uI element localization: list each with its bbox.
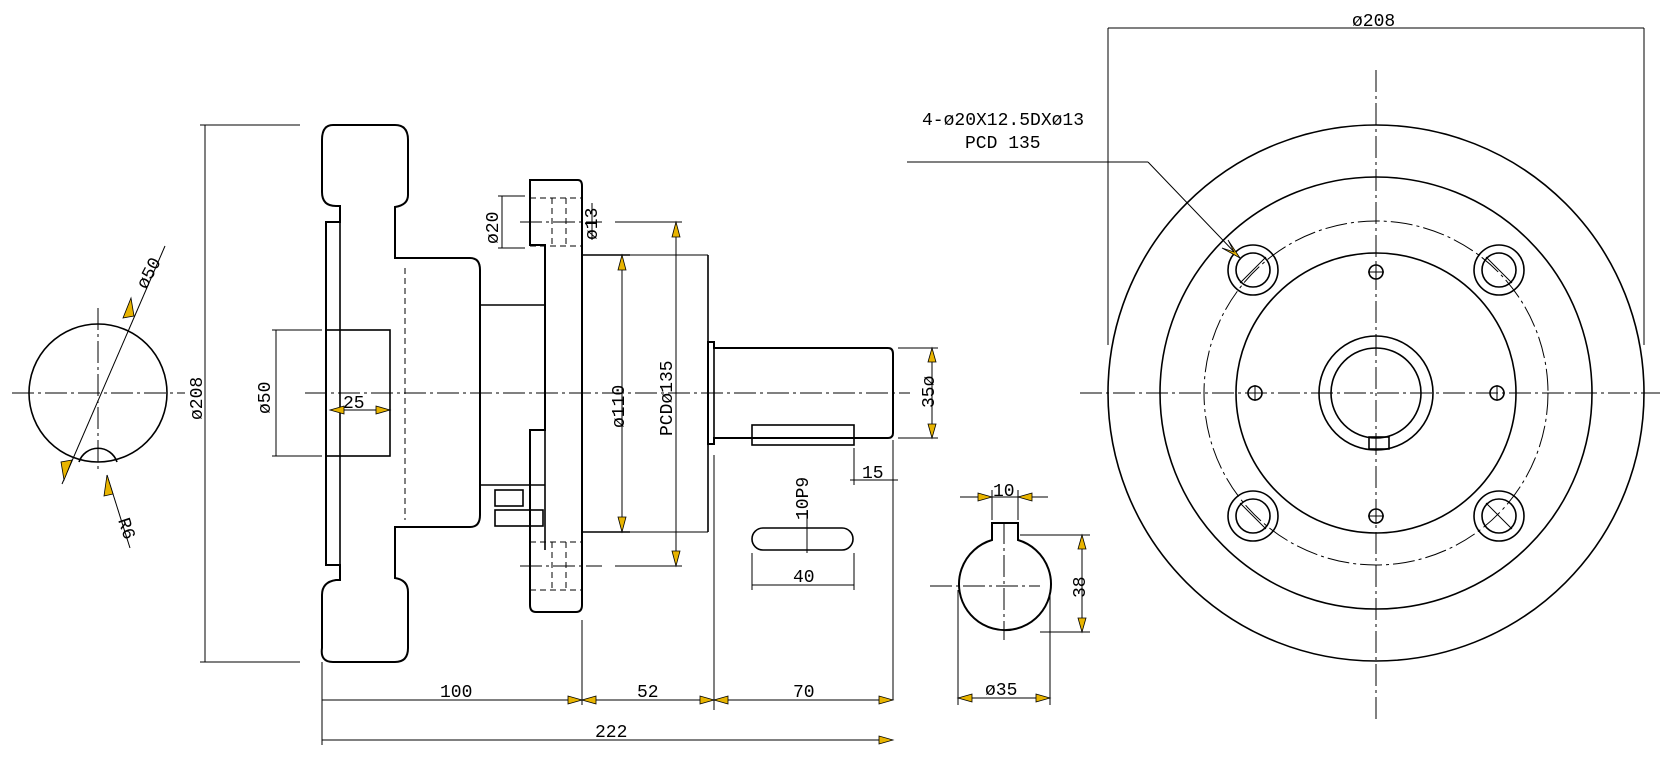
front-view: ø208 4-ø20X12.5DXø13 PCD 135	[907, 12, 1660, 720]
detail-circle-view: ø50 R6	[12, 245, 185, 549]
flange-plate	[529, 179, 583, 613]
label-key15: 15	[862, 464, 884, 484]
label-len70: 70	[793, 683, 815, 703]
label-key10p9: 10P9	[794, 477, 814, 520]
label-r6: R6	[112, 516, 138, 543]
bore	[325, 329, 391, 457]
label-dia50: ø50	[134, 255, 167, 293]
label-sec38: 38	[1071, 576, 1091, 598]
hub-section	[320, 124, 481, 663]
screw-holes	[1247, 264, 1505, 524]
label-dia13: ø13	[583, 208, 603, 240]
shaft-cross-section: 10 38 ø35	[930, 482, 1091, 705]
label-sec35: ø35	[985, 681, 1017, 701]
bolt-holes	[1227, 244, 1525, 542]
label-side-dia208: ø208	[188, 377, 208, 420]
label-dia20: ø20	[484, 212, 504, 244]
shaft	[707, 341, 894, 445]
key-slot	[751, 527, 854, 551]
section-view: 25 ø50 ø208 ø20	[188, 124, 940, 745]
label-pcd-note: PCD 135	[965, 134, 1041, 154]
label-25: 25	[343, 394, 365, 414]
label-shaft35: 35ø	[920, 376, 940, 408]
label-len222: 222	[595, 723, 627, 743]
label-dia110: ø110	[610, 385, 630, 428]
label-bore-dia50: ø50	[256, 382, 276, 414]
label-sec10: 10	[993, 482, 1015, 502]
label-hole-spec: 4-ø20X12.5DXø13	[922, 111, 1084, 131]
outer-circle	[1107, 124, 1645, 662]
label-pcd135: PCDø135	[658, 360, 678, 436]
label-len100: 100	[440, 683, 472, 703]
label-len52: 52	[637, 683, 659, 703]
label-top-dia208: ø208	[1352, 12, 1395, 32]
label-key40: 40	[793, 568, 815, 588]
